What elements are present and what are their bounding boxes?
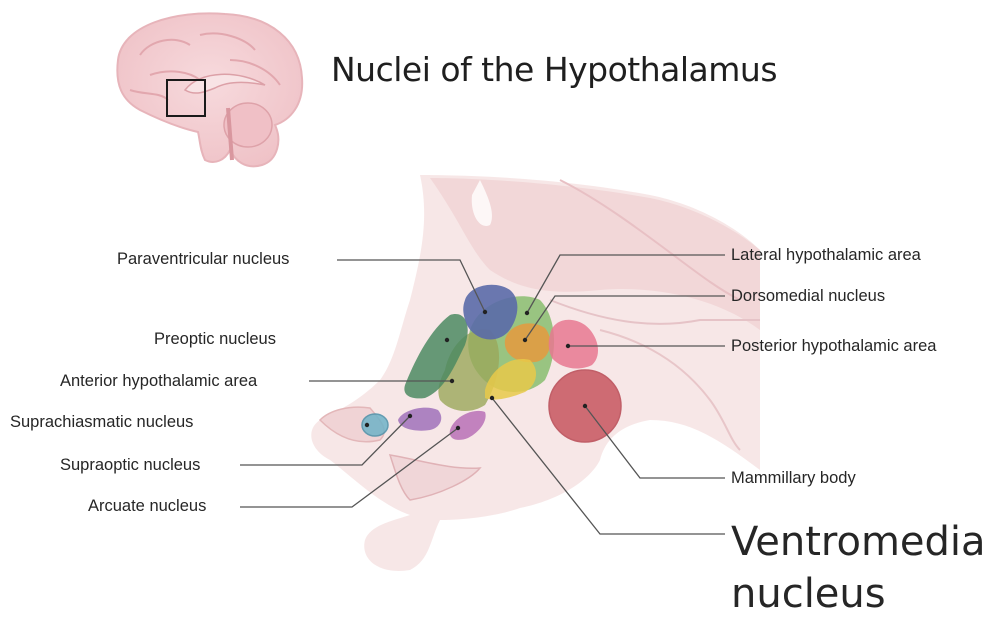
page-title: Nuclei of the Hypothalamus <box>331 50 777 89</box>
label-posterior-hypothalamic: Posterior hypothalamic area <box>731 337 936 356</box>
label-ventromedial: Ventromedial nucleus <box>731 516 981 620</box>
label-dorsomedial: Dorsomedial nucleus <box>731 287 885 306</box>
label-arcuate: Arcuate nucleus <box>88 497 206 516</box>
label-mammillary: Mammillary body <box>731 469 856 488</box>
label-paraventricular: Paraventricular nucleus <box>117 250 289 269</box>
label-preoptic: Preoptic nucleus <box>154 330 276 349</box>
label-lateral-hypothalamic: Lateral hypothalamic area <box>731 246 921 265</box>
brain-thumbnail-icon <box>117 13 302 166</box>
label-anterior-hypothalamic: Anterior hypothalamic area <box>60 372 257 391</box>
label-suprachiasmatic: Suprachiasmatic nucleus <box>10 413 193 432</box>
label-supraoptic: Supraoptic nucleus <box>60 456 200 475</box>
